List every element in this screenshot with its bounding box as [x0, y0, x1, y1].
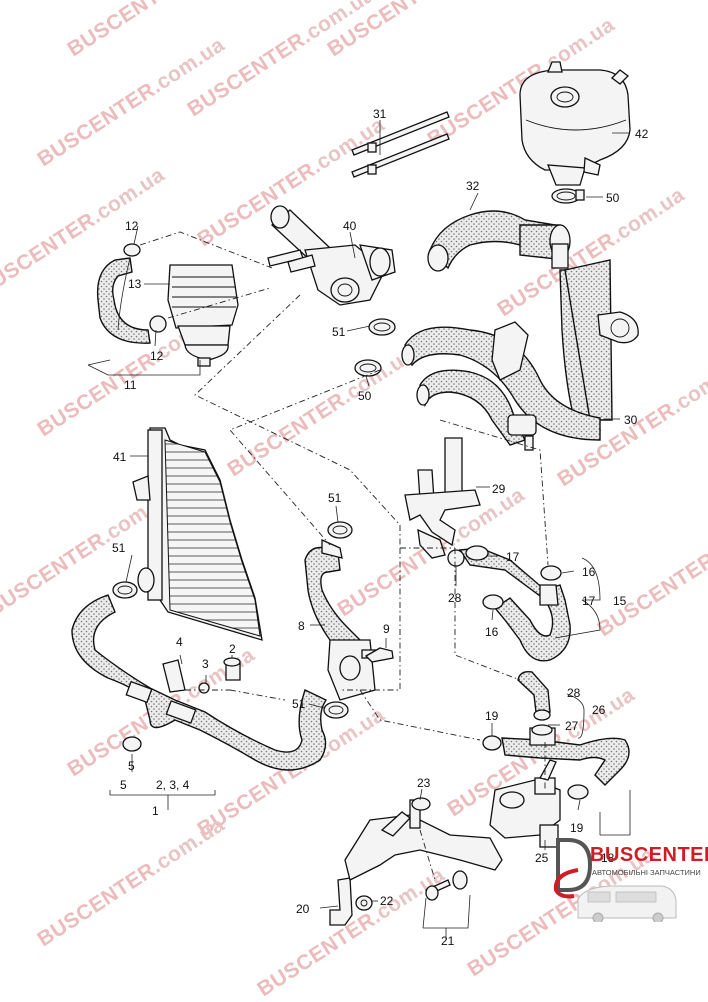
hose-clamp [551, 188, 585, 204]
logo-van-icon [577, 885, 677, 922]
hose-clamp [323, 701, 349, 719]
radiator [132, 427, 263, 641]
callout-23: 23 [417, 776, 431, 790]
callout-19-bottom: 19 [570, 821, 584, 835]
hose-32 [427, 210, 571, 272]
coolant-flange-40 [267, 205, 396, 306]
hose-26 [517, 670, 551, 721]
hose-1 [71, 594, 328, 771]
callout-18: 18 [601, 851, 615, 865]
callout-20: 20 [296, 902, 310, 916]
assembly-lines [139, 231, 549, 881]
callout-50-bottom: 50 [358, 389, 372, 403]
callout-25: 25 [535, 851, 549, 865]
callout-21: 21 [441, 934, 455, 948]
logo-mark-icon [553, 838, 592, 899]
callout-30: 30 [624, 413, 638, 427]
callout-19-top: 19 [485, 709, 499, 723]
hose-8 [304, 538, 385, 701]
nut [355, 895, 373, 911]
callout-5-group: 5 [120, 778, 127, 792]
callout-41: 41 [113, 450, 127, 464]
oil-cooler [167, 264, 239, 367]
hose-18 [482, 724, 630, 800]
bracket-20 [329, 811, 503, 926]
callout-28-right: 28 [567, 686, 581, 700]
callout-31: 31 [373, 107, 387, 121]
callout-17-top: 17 [506, 550, 520, 564]
callout-2-3-4: 2, 3, 4 [156, 778, 190, 792]
callout-22: 22 [380, 894, 394, 908]
callout-51-flange: 51 [332, 325, 346, 339]
callout-42: 42 [635, 127, 649, 141]
callout-50-top: 50 [606, 191, 620, 205]
hose-clamp [327, 521, 353, 539]
cable-ties [351, 111, 450, 178]
hose-clamp [354, 359, 382, 377]
callout-17-right: 17 [582, 594, 596, 608]
bolt [409, 797, 431, 829]
callout-3: 3 [202, 657, 209, 671]
callout-4: 4 [176, 635, 183, 649]
hose-15 [447, 545, 571, 662]
expansion-tank [519, 61, 631, 186]
hose-30 [401, 259, 639, 451]
callout-9: 9 [383, 622, 390, 636]
bracket-29 [404, 437, 481, 559]
brand-logo: BUSCENTER АВТОМОБІЛЬНІ ЗАПЧАСТИНИ [548, 830, 708, 922]
bolt [425, 870, 468, 901]
bolt [364, 647, 394, 663]
callout-51-center: 51 [328, 491, 342, 505]
hose-clamp [368, 318, 396, 336]
callout-12-bottom: 12 [150, 349, 164, 363]
callouts: 1 2 3 4 5 2, 3, 4 5 8 9 11 12 12 13 15 1… [112, 107, 649, 948]
hose-11 [96, 243, 167, 344]
callout-16-top: 16 [582, 565, 596, 579]
callout-29: 29 [492, 482, 506, 496]
logo-title: BUSCENTER [590, 844, 708, 866]
callout-16-bottom: 16 [485, 625, 499, 639]
callout-27: 27 [565, 719, 579, 733]
callout-8: 8 [298, 619, 305, 633]
callout-32: 32 [466, 179, 480, 193]
callout-26: 26 [592, 703, 606, 717]
callout-51-left: 51 [112, 541, 126, 555]
leader-lines [87, 120, 631, 940]
callout-40: 40 [343, 219, 357, 233]
logo-subtitle: АВТОМОБІЛЬНІ ЗАПЧАСТИНИ [592, 868, 701, 877]
callout-1: 1 [152, 804, 159, 818]
hose-clamp [112, 581, 138, 599]
callout-2: 2 [229, 642, 236, 656]
callout-5: 5 [128, 759, 135, 773]
callout-12-top: 12 [125, 219, 139, 233]
coolant-pump [489, 759, 561, 848]
callout-28-left: 28 [448, 591, 462, 605]
callout-11: 11 [124, 378, 137, 392]
callout-51-lower: 51 [292, 697, 306, 711]
callout-15: 15 [613, 594, 627, 608]
callout-13: 13 [128, 277, 142, 291]
